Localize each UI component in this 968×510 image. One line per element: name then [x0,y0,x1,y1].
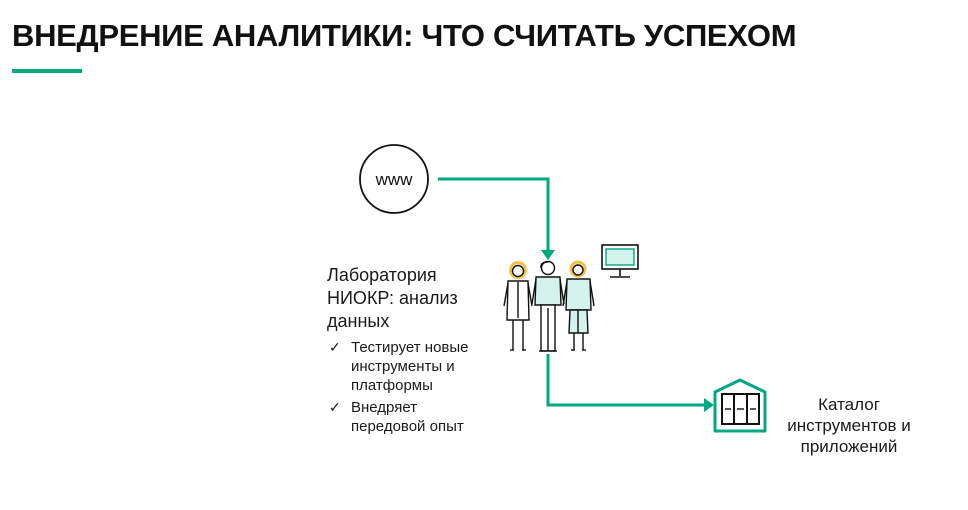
monitor-icon [601,244,639,278]
bullet-line: инструменты и [351,358,455,375]
people-group-icon [503,260,595,352]
lab-title: Лаборатория НИОКР: анализ данных [327,264,458,333]
www-label: www [375,170,414,189]
catalog-label-line: Каталог [818,395,880,414]
www-circle-icon: www [359,144,429,214]
lab-title-line: Лаборатория [327,265,437,285]
title-underline [12,69,82,73]
check-icon: ✓ [329,339,341,355]
person-man-center-icon [531,260,565,352]
person-man-right-icon [562,260,595,351]
connector-arrows [438,177,706,407]
catalog-label-line: приложений [800,437,898,456]
catalog-cabinet-icon [713,378,767,433]
arrow-head-right-icon [704,398,714,412]
catalog-label: Каталог инструментов и приложений [774,394,924,457]
lab-to-catalog-arrow [546,354,706,407]
lab-title-line: НИОКР: анализ [327,288,458,308]
lab-bullet-item: ✓ Внедряет передовой опыт [329,398,469,436]
lab-title-line: данных [327,311,390,331]
catalog-label-line: инструментов и [787,416,911,435]
person-woman-icon [503,261,533,351]
check-icon: ✓ [329,399,341,415]
www-to-lab-arrow [438,177,550,252]
bullet-line: передовой опыт [351,418,464,435]
lab-bullet-item: ✓ Тестирует новые инструменты и платформ… [329,338,469,395]
page-title: ВНЕДРЕНИЕ АНАЛИТИКИ: ЧТО СЧИТАТЬ УСПЕХОМ [12,18,797,53]
bullet-line: Тестирует новые [351,339,469,356]
arrow-head-down-icon [541,250,555,260]
bullet-line: Внедряет [351,399,418,416]
bullet-line: платформы [351,377,433,394]
lab-bullet-list: ✓ Тестирует новые инструменты и платформ… [329,338,469,439]
